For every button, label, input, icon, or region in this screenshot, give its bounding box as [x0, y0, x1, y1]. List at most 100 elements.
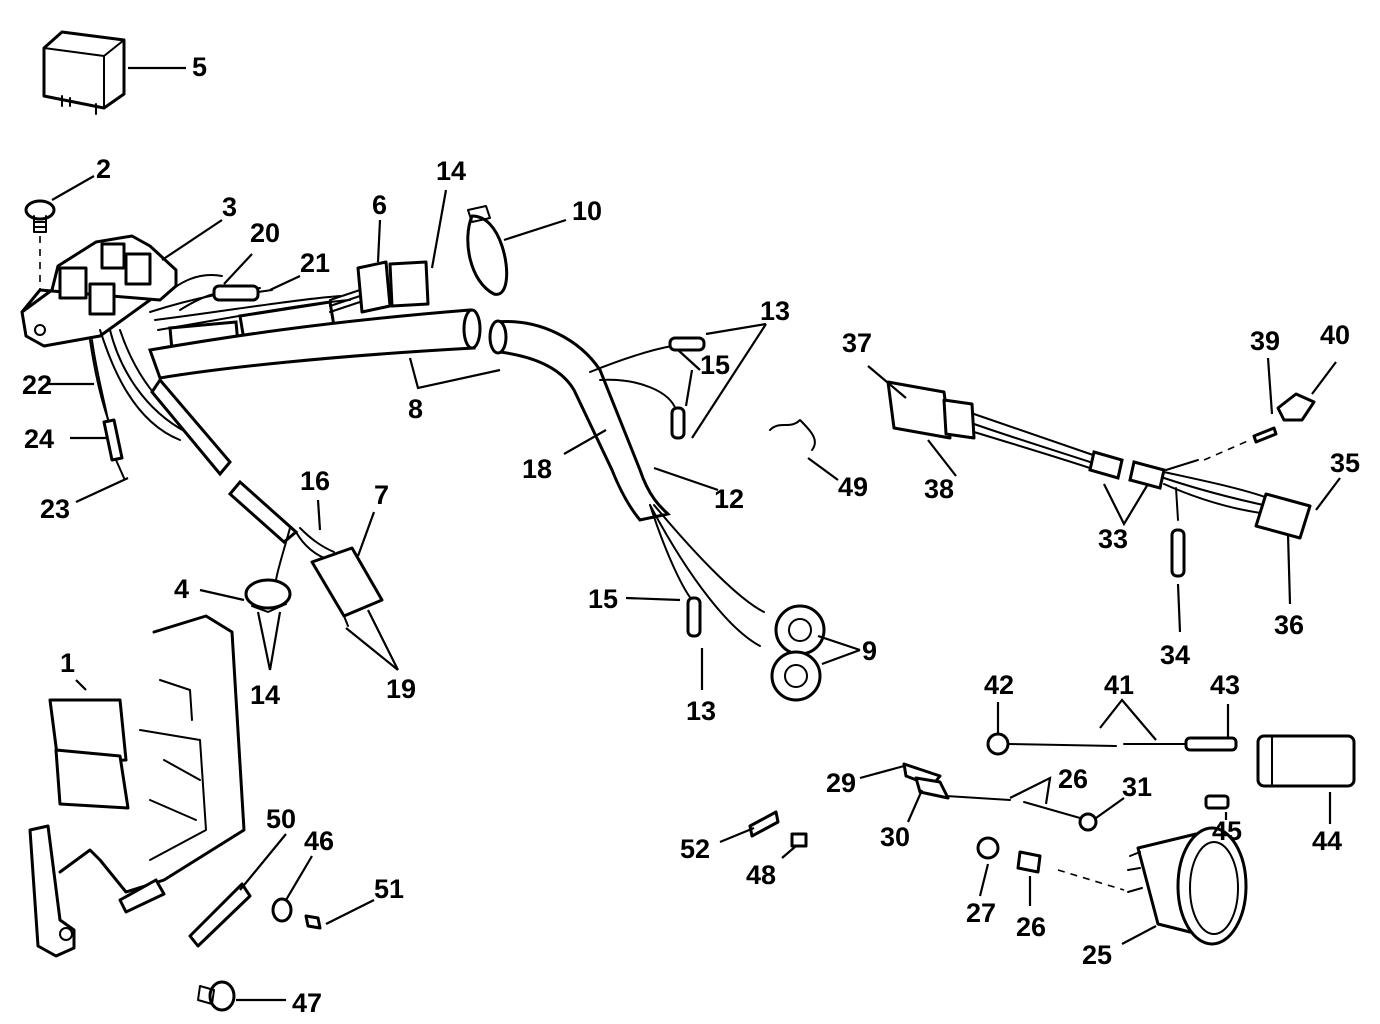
callout-36: 36 — [1274, 610, 1304, 640]
callout-labels: 5 2 3 20 21 6 14 10 13 15 8 22 24 23 18 … — [22, 52, 1360, 1018]
callout-38: 38 — [924, 474, 954, 504]
callout-13-top: 13 — [760, 296, 790, 326]
callout-44: 44 — [1312, 826, 1342, 856]
socket-30 — [914, 776, 950, 800]
callout-15-bottom: 15 — [588, 584, 618, 614]
ring-terminal-upper — [774, 604, 826, 656]
conduit-start — [488, 319, 508, 355]
callout-4: 4 — [174, 574, 189, 604]
callout-29: 29 — [826, 768, 856, 798]
callout-31: 31 — [1122, 772, 1152, 802]
callout-33: 33 — [1098, 524, 1128, 554]
bullet-connector-side — [670, 406, 686, 440]
trim-connector-part — [886, 380, 976, 440]
callout-50: 50 — [266, 804, 296, 834]
callout-34: 34 — [1160, 640, 1190, 670]
sleeve-33b — [1128, 460, 1166, 490]
screw-51 — [304, 914, 322, 930]
sleeve-33a — [1088, 450, 1124, 480]
washer-46 — [271, 897, 293, 923]
callout-24: 24 — [24, 424, 54, 454]
callout-46: 46 — [304, 826, 334, 856]
callout-37: 37 — [842, 328, 872, 358]
callout-16: 16 — [300, 466, 330, 496]
bushing-45 — [1204, 794, 1230, 810]
branch-sleeve-upper — [150, 377, 232, 477]
callout-3: 3 — [222, 192, 237, 222]
callout-23: 23 — [40, 494, 70, 524]
callout-6: 6 — [372, 190, 387, 220]
connector-40 — [1276, 392, 1316, 422]
callout-39: 39 — [1250, 326, 1280, 356]
callout-18: 18 — [522, 454, 552, 484]
callout-43: 43 — [1210, 670, 1240, 700]
clip-52 — [748, 810, 780, 838]
bulb-socket-27 — [976, 836, 1000, 860]
ring-terminal-lower — [770, 650, 822, 702]
callout-48: 48 — [746, 860, 776, 890]
bullet-connector — [212, 284, 260, 302]
callout-1: 1 — [60, 648, 75, 678]
leader-lines — [48, 66, 1341, 1002]
callout-10: 10 — [572, 196, 602, 226]
callout-49: 49 — [838, 472, 868, 502]
callout-22: 22 — [22, 370, 52, 400]
callout-9: 9 — [862, 636, 877, 666]
screw-part — [24, 199, 56, 233]
callout-30: 30 — [880, 822, 910, 852]
callout-42: 42 — [984, 670, 1014, 700]
screw-47 — [197, 980, 236, 1012]
callout-21: 21 — [300, 248, 330, 278]
callout-51: 51 — [374, 874, 404, 904]
relay-part — [42, 30, 126, 115]
terminal-block-part — [20, 234, 178, 348]
callout-26-top: 26 — [1058, 764, 1088, 794]
branch-sleeve-lower — [227, 479, 299, 544]
bracket-50 — [188, 882, 252, 948]
callout-45: 45 — [1212, 816, 1242, 846]
callout-2: 2 — [96, 154, 111, 184]
conduit-end — [462, 308, 482, 350]
mounting-bracket-part — [28, 614, 246, 958]
callout-19: 19 — [386, 674, 416, 704]
callout-47: 47 — [292, 988, 322, 1018]
callout-26-bottom: 26 — [1016, 912, 1046, 942]
plug-connector-35 — [1254, 492, 1312, 540]
terminal-pin — [102, 418, 124, 462]
plug-44 — [1256, 734, 1356, 788]
grommet-connector-part — [329, 260, 430, 314]
connector-43 — [1184, 736, 1238, 752]
connector-part — [310, 546, 384, 627]
callout-7: 7 — [374, 480, 389, 510]
callout-15-top: 15 — [700, 350, 730, 380]
callout-20: 20 — [250, 218, 280, 248]
callout-14-top: 14 — [436, 156, 466, 186]
hose-clamp-part — [466, 205, 509, 296]
terminal-pin-tip — [115, 459, 125, 479]
terminal-34 — [1170, 528, 1186, 578]
main-conduit-section-2 — [494, 320, 672, 522]
bullet-connector-upper — [668, 336, 706, 352]
bullet-connector-lower — [686, 596, 702, 638]
callout-25: 25 — [1082, 940, 1112, 970]
pin-39 — [1252, 426, 1278, 444]
ring-terminal-31 — [1078, 812, 1098, 832]
callout-13-bottom: 13 — [686, 696, 716, 726]
screw-48 — [790, 832, 808, 848]
ring-terminal-42 — [986, 732, 1010, 756]
callout-8: 8 — [408, 394, 423, 424]
gauge-part — [1127, 826, 1248, 946]
callout-12: 12 — [714, 484, 744, 514]
temperature-switch-part — [244, 578, 292, 613]
callout-35: 35 — [1330, 448, 1360, 478]
callout-14-bottom: 14 — [250, 680, 280, 710]
callout-41: 41 — [1104, 670, 1134, 700]
callout-5: 5 — [192, 52, 207, 82]
wire-clip-part — [769, 419, 816, 451]
callout-27: 27 — [966, 898, 996, 928]
bulb-26 — [1016, 850, 1042, 874]
callout-40: 40 — [1320, 320, 1350, 350]
callout-52: 52 — [680, 834, 710, 864]
